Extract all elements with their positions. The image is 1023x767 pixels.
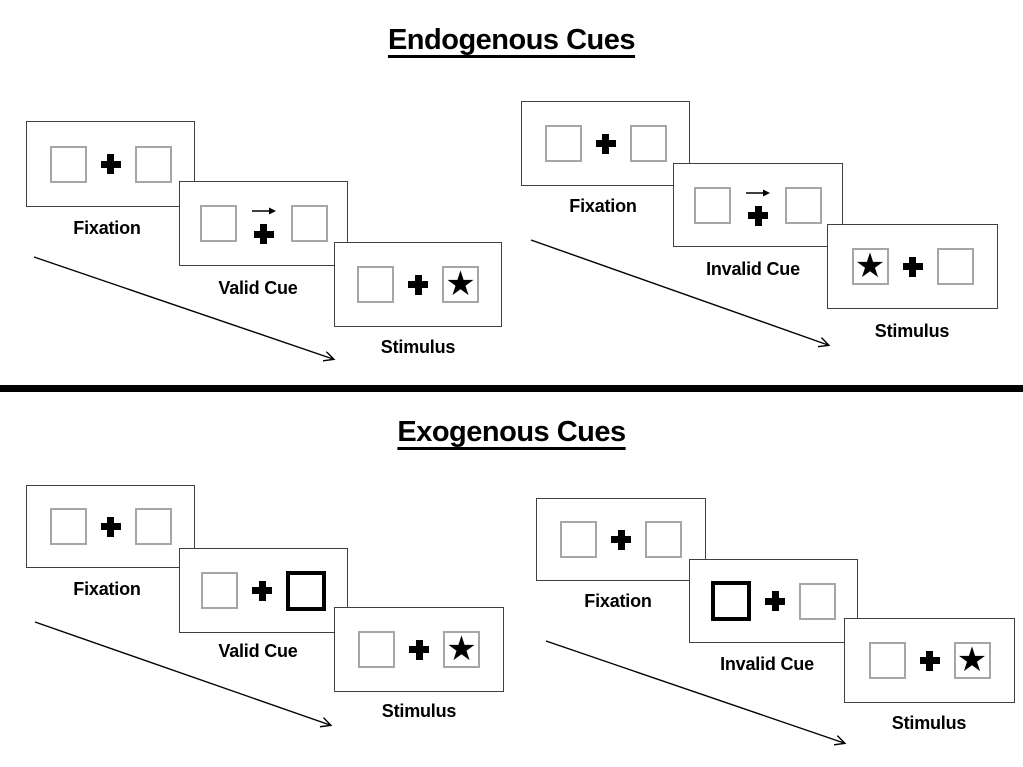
target-star-icon: ★ <box>956 639 988 680</box>
stimulus-box-right <box>134 508 172 545</box>
stimulus-box-left <box>357 266 394 303</box>
section-divider <box>0 385 1023 392</box>
fixation-cross-icon <box>902 256 923 277</box>
panel-fixation-exogenous-invalid <box>536 498 706 581</box>
panel-stimulus-exogenous-valid: ★ <box>334 607 504 692</box>
stimulus-box-right <box>290 205 328 242</box>
panel-invalid-cue-exogenous-invalid <box>689 559 858 643</box>
stimulus-box-left <box>49 145 87 183</box>
panel-fixation-exogenous-valid <box>26 485 195 568</box>
timeline-arrow <box>530 239 828 345</box>
stimulus-box-left: ★ <box>851 245 889 286</box>
panel-stimulus-endogenous-invalid: ★ <box>827 224 998 309</box>
stimulus-box-left <box>199 205 237 242</box>
stimulus-box-left <box>694 186 731 224</box>
target-star-icon: ★ <box>445 263 476 304</box>
cue-box-right <box>286 570 326 611</box>
panel-valid-cue-exogenous-valid <box>179 548 348 633</box>
stimulus-box-left <box>544 125 582 162</box>
panel-invalid-cue-endogenous-invalid <box>673 163 843 247</box>
fixation-cross-icon <box>252 580 272 601</box>
fixation-cross-icon <box>100 154 121 174</box>
stimulus-box-right: ★ <box>953 639 991 680</box>
cue-direction-arrow-icon <box>745 185 771 203</box>
fixation-cross-icon <box>253 224 274 244</box>
panel-label-stimulus: Stimulus <box>891 713 967 733</box>
timeline-arrow <box>34 621 330 725</box>
panel-stimulus-endogenous-valid: ★ <box>334 242 502 327</box>
fixation-cross-icon <box>408 274 428 295</box>
cue-cross-group <box>745 185 771 226</box>
fixation-cross-icon <box>100 516 121 537</box>
stimulus-box-right: ★ <box>442 266 479 303</box>
panel-label-fixation: Fixation <box>73 218 141 238</box>
stimulus-box-right <box>936 248 974 285</box>
fixation-cross-icon <box>919 650 940 671</box>
fixation-cross-icon <box>765 591 785 611</box>
target-star-icon: ★ <box>854 245 886 286</box>
stimulus-box-right <box>799 582 836 620</box>
panel-fixation-endogenous-valid <box>26 121 195 207</box>
section-title-exogenous-cues: Exogenous Cues <box>397 416 626 448</box>
stimulus-box-right <box>629 125 667 162</box>
panel-stimulus-exogenous-invalid: ★ <box>844 618 1015 703</box>
fixation-cross-icon <box>748 205 768 226</box>
timeline-arrow <box>33 256 333 359</box>
stimulus-box-right <box>134 145 172 183</box>
stimulus-box-left <box>49 508 87 545</box>
cue-box-left <box>711 581 751 621</box>
cue-direction-arrow-icon <box>251 203 277 221</box>
panel-label-fixation: Fixation <box>584 591 652 611</box>
stimulus-box-left <box>560 521 597 558</box>
section-title-endogenous-cues: Endogenous Cues <box>387 24 636 56</box>
panel-label-stimulus: Stimulus <box>874 321 950 341</box>
panel-label-fixation: Fixation <box>73 579 141 599</box>
panel-valid-cue-endogenous-valid <box>179 181 348 266</box>
panel-label-valid-cue: Valid Cue <box>218 278 298 298</box>
stimulus-box-right <box>645 521 682 558</box>
panel-label-fixation: Fixation <box>569 196 637 216</box>
stimulus-box-left <box>358 631 395 668</box>
panel-label-stimulus: Stimulus <box>380 337 456 357</box>
stimulus-box-left <box>201 572 238 609</box>
stimulus-box-right <box>785 186 822 224</box>
panel-label-stimulus: Stimulus <box>381 701 457 721</box>
panel-label-invalid-cue: Invalid Cue <box>706 259 800 279</box>
fixation-cross-icon <box>611 529 631 550</box>
panel-label-invalid-cue: Invalid Cue <box>720 654 814 674</box>
cue-cross-group <box>251 203 277 244</box>
stimulus-box-left <box>868 642 906 679</box>
stimulus-box-right: ★ <box>443 631 480 668</box>
panel-fixation-endogenous-invalid <box>521 101 690 186</box>
fixation-cross-icon <box>595 133 616 154</box>
fixation-cross-icon <box>409 639 429 660</box>
target-star-icon: ★ <box>446 628 477 669</box>
panel-label-valid-cue: Valid Cue <box>218 641 298 661</box>
